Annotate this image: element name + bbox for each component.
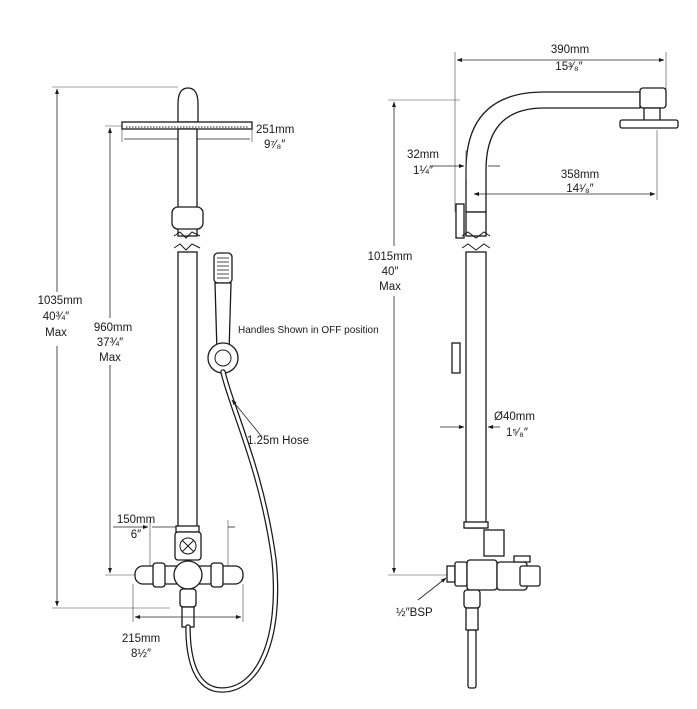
wall-offset-dimension — [430, 150, 500, 180]
shower-hose — [185, 369, 279, 693]
thermostatic-mixer — [134, 531, 244, 628]
riser-height-mm: 1015mm — [368, 251, 413, 263]
handles-note: Handles Shown in OFF position — [238, 325, 379, 336]
hand-shower — [213, 252, 233, 353]
side-view: 390mm 15³⁄₈″ 32mm 1¼″ 358mm 14¹⁄₈″ — [368, 44, 679, 689]
overall-height-inch: 40¾″ — [43, 311, 69, 323]
lower-riser-pipe — [173, 243, 201, 533]
arm-projection-inch: 14¹⁄₈″ — [566, 183, 593, 195]
arm-projection-dimension — [473, 130, 658, 200]
rail-height-inch: 37¾″ — [97, 337, 123, 349]
mixer-width-dimension — [132, 584, 244, 622]
front-view: 1035mm 40¾″ Max 960mm 37¾″ Max 251mm 9⁷⁄… — [38, 86, 379, 693]
rail-height-note: Max — [99, 352, 121, 364]
arm-reach-dimension — [454, 52, 667, 212]
overall-height-dimension — [52, 86, 178, 609]
side-lower-riser — [451, 243, 505, 557]
pipe-diameter-mm: Ø40mm — [494, 411, 535, 423]
inlet-thread-label: ½″BSP — [396, 607, 433, 619]
side-upper-riser — [455, 203, 491, 239]
mixer-width-mm: 215mm — [122, 633, 160, 645]
wall-offset-inch: 1¼″ — [413, 165, 433, 177]
head-diameter-inch: 9⁷⁄₈″ — [264, 139, 285, 151]
rail-height-dimension — [105, 125, 176, 576]
riser-height-dimension — [388, 99, 460, 576]
inlet-centres-dimension — [113, 520, 235, 566]
rail-height-mm: 960mm — [94, 322, 132, 334]
overall-height-mm: 1035mm — [38, 295, 83, 307]
mixer-width-inch: 8½″ — [131, 648, 151, 660]
riser-height-inch: 40″ — [382, 266, 399, 278]
pipe-diameter-inch: 1⁵⁄₈″ — [506, 427, 528, 439]
side-mixer — [446, 555, 541, 689]
hand-shower-holder — [207, 342, 239, 374]
bsp-leader — [417, 577, 447, 601]
head-diameter-mm: 251mm — [256, 124, 294, 136]
inlet-centres-mm: 150mm — [117, 514, 155, 526]
arm-reach-mm: 390mm — [551, 44, 589, 56]
arm-projection-mm: 358mm — [561, 169, 599, 181]
inlet-centres-inch: 6″ — [131, 529, 141, 541]
rain-shower-head — [121, 87, 253, 130]
riser-height-note: Max — [379, 281, 401, 293]
overall-height-note: Max — [45, 327, 67, 339]
arm-reach-inch: 15³⁄₈″ — [555, 61, 582, 73]
wall-offset-mm: 32mm — [407, 149, 439, 161]
hose-label: 1.25m Hose — [247, 435, 309, 447]
shower-arm — [465, 87, 679, 213]
upper-riser-pipe — [171, 128, 204, 239]
hose-leader — [231, 399, 263, 438]
